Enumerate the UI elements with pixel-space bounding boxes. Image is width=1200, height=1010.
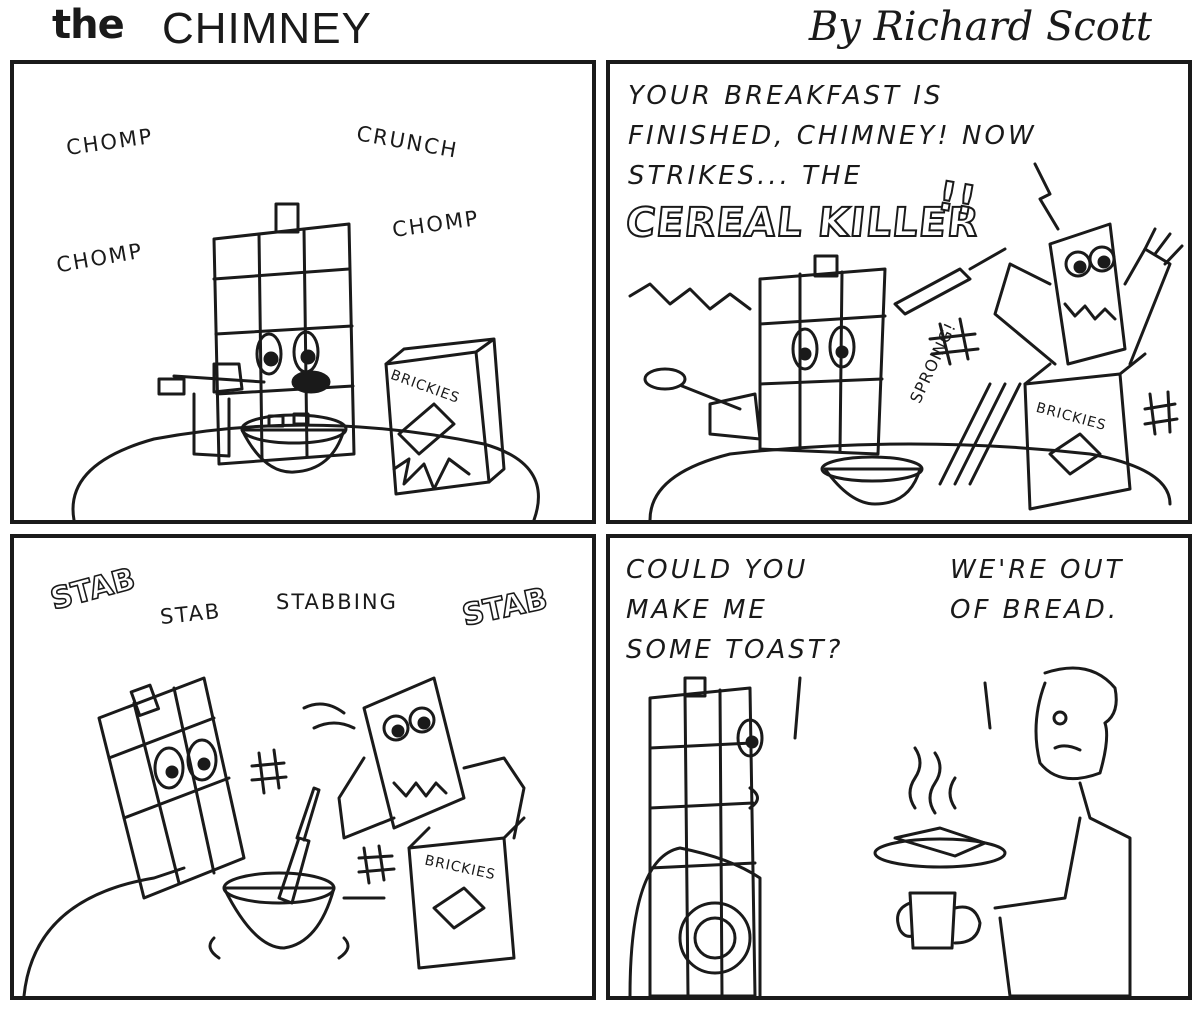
panel-4: COULD YOU MAKE ME SOME TOAST? WE'RE OUT …	[606, 534, 1192, 1000]
comic-header: the CHIMNEY By Richard Scott	[0, 0, 1200, 58]
killer-box	[362, 676, 466, 830]
panel-2: YOUR BREAKFAST IS FINISHED, CHIMNEY! NOW…	[606, 60, 1192, 524]
cereal-bowl	[823, 467, 922, 506]
chimney-body	[648, 686, 757, 996]
comic-title: CHIMNEY	[162, 4, 372, 53]
cereal-box	[1023, 372, 1132, 511]
sfx-stabbing: STABBING	[276, 590, 398, 614]
villain-name: CEREAL KILLER	[623, 199, 983, 247]
villain-exclamation: !!	[933, 172, 981, 226]
panel-1-drawing	[71, 202, 540, 520]
author-byline: By Richard Scott	[808, 4, 1152, 50]
killer-box	[1048, 222, 1127, 366]
person-hair	[1043, 666, 1118, 725]
chimney-speech: COULD YOU MAKE ME SOME TOAST?	[626, 555, 844, 665]
toast	[893, 826, 987, 858]
chimney-body	[758, 267, 887, 456]
knife	[893, 267, 972, 316]
mug	[908, 891, 957, 950]
panel-4-drawing	[628, 666, 1132, 996]
speech-tail-person	[983, 681, 992, 730]
panel-1: CHOMP CRUNCH CHOMP CHOMP BRICKIES	[10, 60, 596, 524]
knife	[277, 836, 311, 905]
cereal-box	[407, 836, 516, 970]
cereal-bowl	[222, 886, 336, 950]
person-head	[1034, 681, 1109, 781]
panel-2-drawing	[628, 162, 1184, 520]
person-speech: WE'RE OUT OF BREAD.	[950, 555, 1125, 625]
panel-3-drawing	[22, 676, 526, 996]
table-top	[648, 442, 1172, 520]
speech-tail-chimney	[793, 676, 802, 740]
cereal-bowl	[240, 428, 346, 474]
plate	[873, 837, 1007, 869]
comic-title-prefix: the	[52, 2, 125, 48]
table-edge	[22, 866, 186, 996]
chimney-body	[97, 676, 246, 900]
narration-text: YOUR BREAKFAST IS FINISHED, CHIMNEY! NOW…	[628, 81, 1037, 191]
panel-3: STAB STAB STABBING STAB BRICKIES	[10, 534, 596, 1000]
chimney-top	[274, 202, 300, 234]
